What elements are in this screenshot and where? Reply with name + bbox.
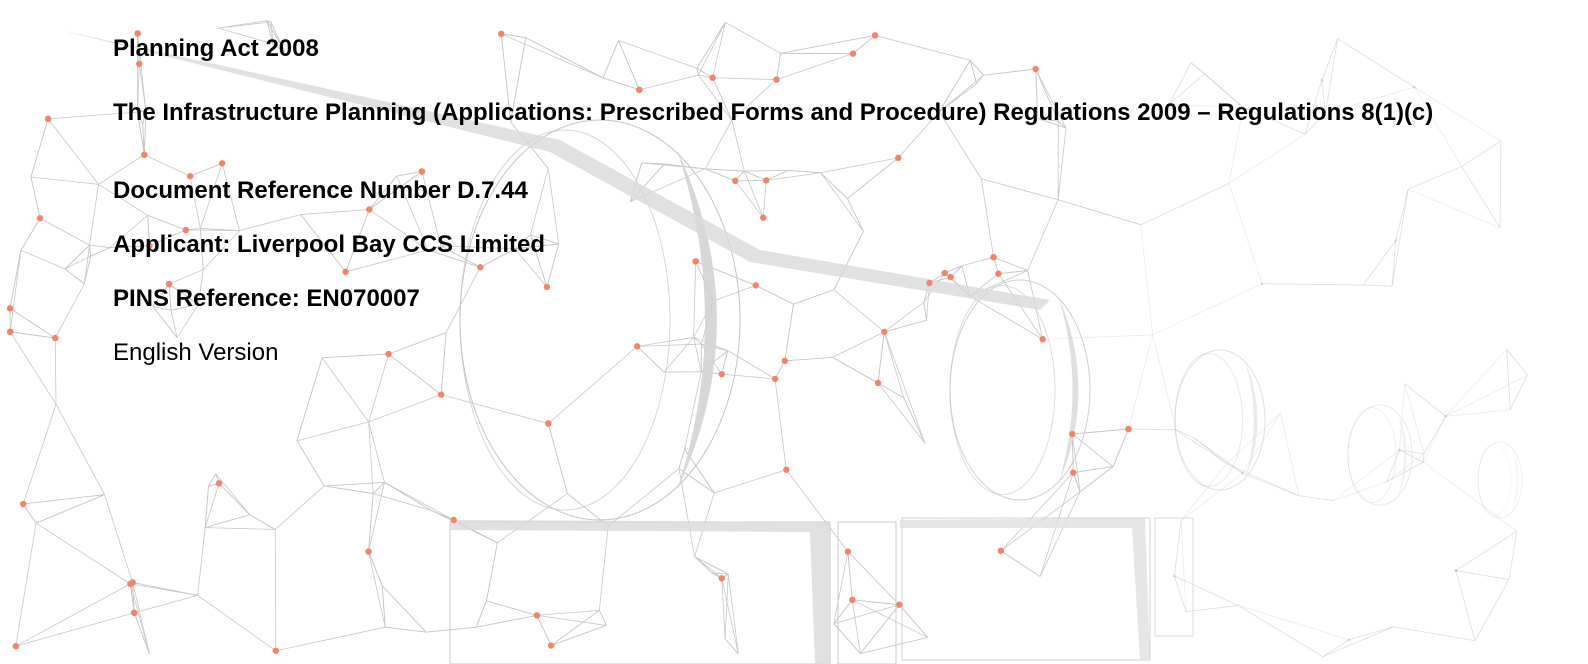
mesh-lines bbox=[9, 20, 1528, 658]
language-version: English Version bbox=[113, 339, 279, 366]
act-title: Planning Act 2008 bbox=[113, 35, 319, 62]
pins-reference: PINS Reference: EN070007 bbox=[113, 285, 420, 312]
document-reference: Document Reference Number D.7.44 bbox=[113, 177, 528, 204]
pipe-rings bbox=[449, 119, 1523, 664]
mesh-dots bbox=[6, 30, 1458, 654]
regulations-title: The Infrastructure Planning (Application… bbox=[113, 99, 1434, 126]
applicant: Applicant: Liverpool Bay CCS Limited bbox=[113, 231, 546, 258]
